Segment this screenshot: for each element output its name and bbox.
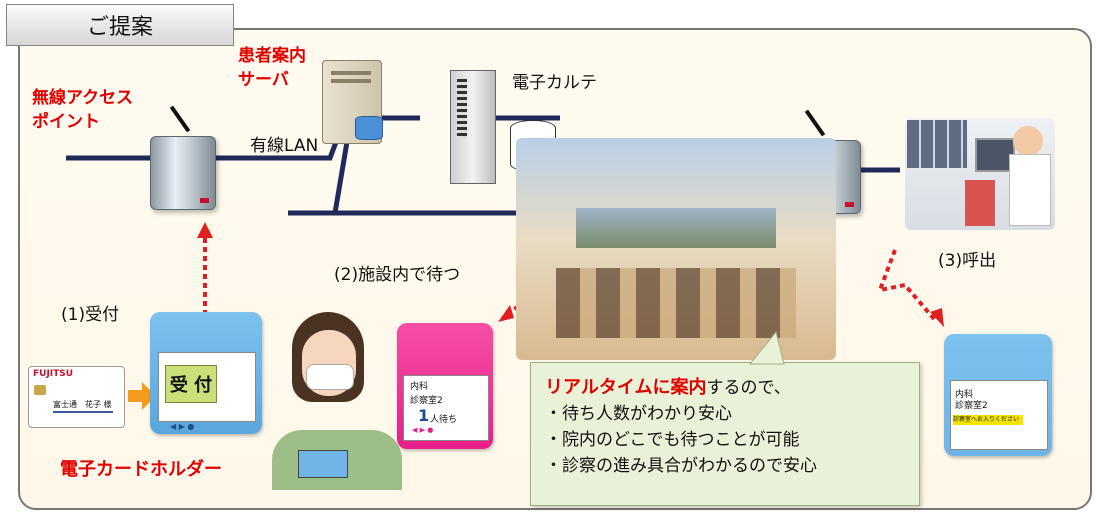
database-icon — [355, 116, 383, 140]
step1-label: (1)受付 — [61, 305, 120, 325]
patient-woman-illustration — [262, 310, 412, 490]
waiting-screen: 内科 診察室2 1 人待ち ◀ ▶ ● — [403, 375, 489, 441]
reception-screen-text: 受 付 — [165, 365, 217, 403]
access-point-label: 無線アクセス ポイント — [32, 88, 134, 132]
proposal-tab: ご提案 — [6, 4, 234, 46]
info-callout: リアルタイムに案内するので、 ・待ち人数がわかり安心 ・院内のどこでも待つことが… — [530, 362, 920, 506]
reception-screen: 受 付 — [158, 352, 256, 422]
nav-arrows-icon: ◀ ▶ ● — [412, 426, 434, 434]
wired-lan-label: 有線LAN — [250, 136, 319, 156]
info-headline-rest: するので、 — [706, 378, 791, 398]
arrowhead-waiting — [498, 305, 514, 322]
call-room: 診察室2 — [955, 401, 988, 411]
info-bullet-1: ・待ち人数がわかり安心 — [545, 404, 732, 424]
call-screen: 内科 診察室2 診察室へお入りください — [950, 380, 1048, 450]
card-brand: FUJITSU — [33, 369, 74, 379]
step3-label: (3)呼出 — [938, 251, 997, 271]
info-bullet-3: ・診察の進み具合がわかるので安心 — [545, 456, 817, 476]
card-holder-name: 富士通 花子 様 — [53, 400, 112, 409]
doctor-consultation-illustration — [905, 118, 1055, 230]
patient-server-label: 患者案内 サーバ — [238, 46, 306, 90]
server-icon — [322, 60, 382, 144]
waiting-count-suffix: 人待ち — [430, 415, 458, 425]
step2-label: (2)施設内で待つ — [334, 265, 461, 285]
reception-card-holder: 受 付 ◀ ▶ ● — [150, 312, 262, 434]
card-holder-label: 電子カードホルダー — [60, 459, 222, 480]
id-card: FUJITSU 富士通 花子 様 — [28, 366, 125, 428]
call-message: 診察室へお入りください — [953, 415, 1023, 425]
waiting-count: 1 — [418, 406, 430, 425]
arrowhead-up — [197, 222, 213, 238]
call-card-holder: 内科 診察室2 診察室へお入りください — [944, 334, 1052, 456]
arrow-ap-to-call — [876, 249, 937, 322]
nav-arrows-icon: ◀ ▶ ● — [170, 422, 195, 431]
waiting-dept: 内科 — [410, 382, 429, 392]
access-point-1 — [150, 136, 216, 210]
card-insert-arrow — [128, 382, 156, 410]
info-highlight: リアルタイムに案内 — [545, 377, 707, 398]
info-headline: リアルタイムに案内するので、 — [545, 375, 919, 401]
ehr-label: 電子カルテ — [512, 73, 597, 93]
tab-title: ご提案 — [86, 15, 153, 40]
waiting-card-holder: 内科 診察室2 1 人待ち ◀ ▶ ● — [397, 323, 493, 449]
ehr-rack-icon — [450, 70, 496, 184]
info-bullet-2: ・院内のどこでも待つことが可能 — [545, 430, 800, 450]
arrowhead-call — [930, 308, 944, 327]
waiting-area-illustration — [516, 138, 836, 360]
ic-chip-icon — [34, 385, 46, 395]
worn-card-holder — [298, 450, 348, 478]
info-callout-pointer — [748, 330, 785, 365]
call-dept: 内科 — [955, 390, 974, 400]
waiting-room: 診察室2 — [410, 396, 443, 406]
